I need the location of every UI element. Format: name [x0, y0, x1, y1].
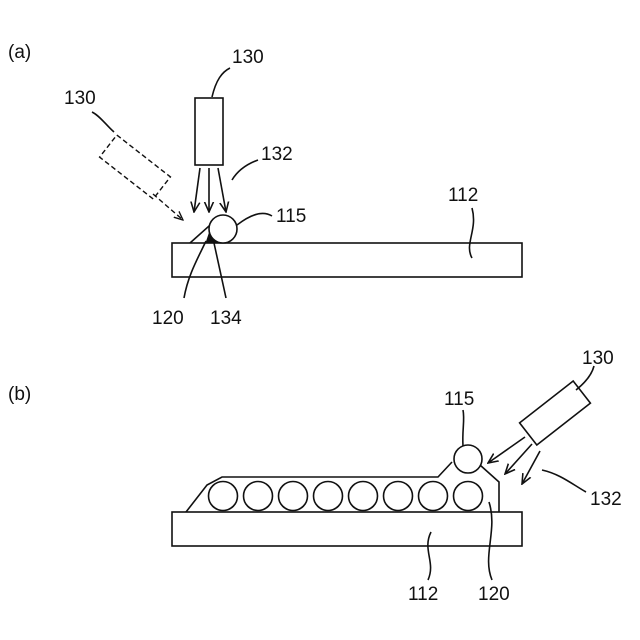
- row-ball: [419, 482, 448, 511]
- leader-130: [576, 366, 594, 390]
- leader-115: [463, 410, 464, 446]
- laser-head-130: [195, 98, 223, 165]
- label-115: 115: [444, 389, 474, 410]
- panel-a: (a) 130 130 132 115 112 120: [8, 42, 522, 329]
- label-130-alt: 130: [64, 88, 96, 109]
- leader-132: [232, 160, 258, 180]
- leader-132: [542, 470, 586, 492]
- row-ball: [454, 482, 483, 511]
- leader-115: [237, 213, 272, 225]
- dashed-beam-arrow: [153, 194, 183, 220]
- laser-head-130-alt: [100, 135, 171, 199]
- label-115: 115: [276, 206, 306, 227]
- label-132: 132: [261, 144, 293, 165]
- beam-arrow-3: [218, 168, 226, 212]
- label-120: 120: [152, 308, 184, 329]
- laser-head-130: [520, 381, 591, 445]
- substrate-112: [172, 512, 522, 546]
- ball-115: [209, 215, 237, 243]
- row-ball: [314, 482, 343, 511]
- panel-a-label: (a): [8, 42, 31, 63]
- beam-arrow-1: [194, 168, 200, 212]
- label-130: 130: [232, 47, 264, 68]
- panel-b: (b) 130 115 132 112 120: [8, 348, 622, 605]
- label-112: 112: [408, 584, 438, 605]
- label-112: 112: [448, 185, 478, 206]
- beam-arrow-3: [522, 451, 540, 484]
- row-ball: [349, 482, 378, 511]
- leader-130-alt: [92, 112, 114, 132]
- label-120: 120: [478, 584, 510, 605]
- row-ball: [244, 482, 273, 511]
- label-132: 132: [590, 489, 622, 510]
- ball-115: [454, 445, 482, 473]
- row-ball: [279, 482, 308, 511]
- leader-130: [212, 68, 230, 97]
- label-134: 134: [210, 308, 242, 329]
- row-ball: [209, 482, 238, 511]
- panel-b-label: (b): [8, 384, 31, 405]
- label-130: 130: [582, 348, 614, 369]
- ball-row: [209, 482, 483, 511]
- row-ball: [384, 482, 413, 511]
